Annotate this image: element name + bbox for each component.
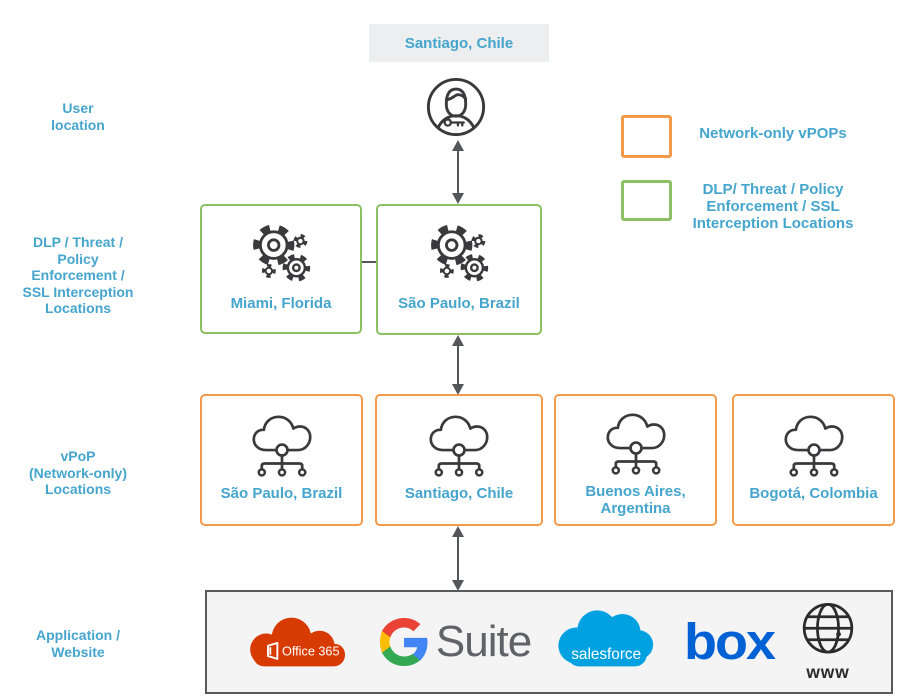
svg-text:salesforce: salesforce bbox=[571, 646, 641, 663]
vpop-node-saopaulo: São Paulo, Brazil bbox=[200, 394, 363, 526]
row-label-vpop-locations: vPoP (Network-only) Locations bbox=[29, 448, 127, 497]
office365-logo: Office 365 bbox=[237, 611, 359, 673]
arrow-vpop-to-application bbox=[452, 526, 464, 591]
cloud-network-icon bbox=[604, 410, 668, 476]
enforcement-node-saopaulo: São Paulo, Brazil bbox=[376, 204, 542, 335]
box-logo: box bbox=[684, 613, 776, 671]
row-label-application-website: Application / Website bbox=[36, 627, 120, 660]
vpop-node-label: São Paulo, Brazil bbox=[220, 485, 343, 502]
gears-icon bbox=[425, 220, 493, 288]
legend-label-enforcement: DLP/ Threat / Policy Enforcement / SSL I… bbox=[692, 181, 854, 232]
vpop-node-santiago: Santiago, Chile bbox=[375, 394, 543, 526]
svg-text:www: www bbox=[805, 662, 849, 682]
vpop-node-label: Santiago, Chile bbox=[404, 485, 514, 502]
cloud-network-icon bbox=[782, 412, 846, 478]
vpop-node-label: Bogotá, Colombia bbox=[749, 485, 878, 502]
gears-icon bbox=[247, 220, 315, 288]
salesforce-logo: salesforce bbox=[552, 605, 664, 679]
user-location-label: Santiago, Chile bbox=[369, 24, 549, 62]
user-location-text: Santiago, Chile bbox=[404, 34, 514, 52]
vpop-node-label: Buenos Aires, Argentina bbox=[585, 483, 686, 517]
legend-label-network-only: Network-only vPOPs bbox=[699, 125, 847, 142]
cloud-network-icon bbox=[427, 412, 491, 478]
gsuite-logo: Suite bbox=[379, 617, 532, 666]
arrow-enforcement-to-vpop bbox=[452, 335, 464, 395]
row-label-enforcement-locations: DLP / Threat / Policy Enforcement / SSL … bbox=[22, 234, 134, 316]
svg-text:Office 365: Office 365 bbox=[282, 645, 339, 659]
application-box: Office 365 Suite salesforce bbox=[205, 590, 893, 694]
user-icon bbox=[425, 76, 487, 138]
legend-swatch-network-only bbox=[621, 115, 672, 158]
vpop-node-buenosaires: Buenos Aires, Argentina bbox=[554, 394, 717, 526]
enforcement-node-miami: Miami, Florida bbox=[200, 204, 362, 334]
vpop-node-bogota: Bogotá, Colombia bbox=[732, 394, 895, 526]
www-globe-icon: www bbox=[795, 600, 861, 684]
box-text: box bbox=[684, 613, 776, 671]
cloud-network-icon bbox=[250, 412, 314, 478]
legend-swatch-enforcement bbox=[621, 180, 672, 221]
enforcement-node-label: São Paulo, Brazil bbox=[398, 295, 520, 312]
arrow-user-to-enforcement bbox=[452, 140, 464, 204]
google-g-icon bbox=[379, 618, 428, 666]
gsuite-text: Suite bbox=[435, 617, 532, 666]
enforcement-node-label: Miami, Florida bbox=[230, 295, 332, 312]
row-label-user-location: User location bbox=[51, 100, 105, 133]
